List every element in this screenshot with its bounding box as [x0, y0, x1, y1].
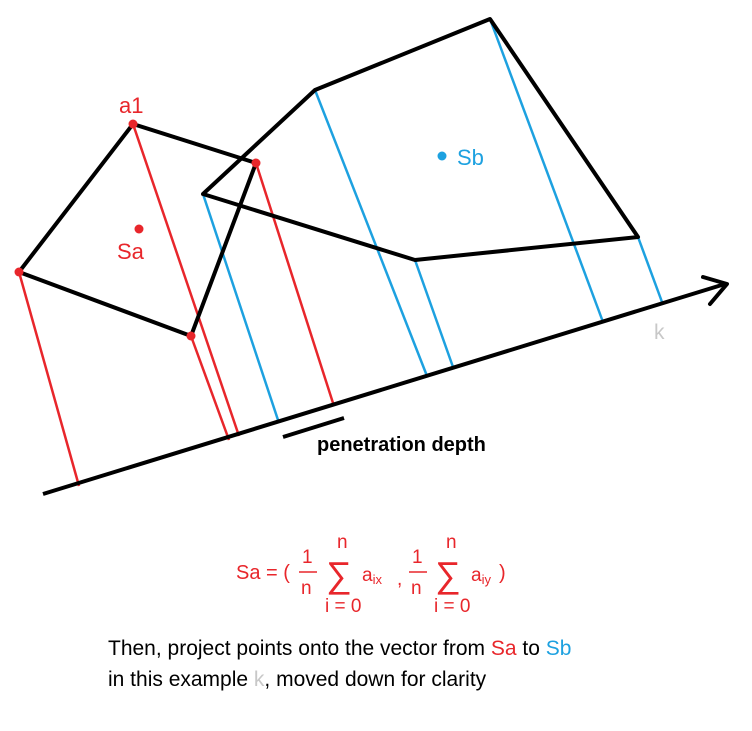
projection-a-3: [189, 335, 231, 441]
label-sa: Sa: [117, 239, 145, 264]
k-axis-line: [42, 282, 726, 496]
projection-b-4: [488, 18, 605, 323]
formula-sum2-symbol: ∑: [435, 554, 461, 595]
projection-b-3: [413, 259, 455, 368]
projection-b-2: [313, 89, 429, 377]
k-axis-arrowhead: [701, 275, 729, 306]
formula-lhs: Sa = (: [236, 562, 290, 584]
centroid-sa-dot: [134, 224, 144, 234]
caption-line1-prefix: Then, project points onto the vector fro…: [108, 637, 491, 660]
centroid-formula: Sa = ( 1 n n ∑ i = 0 aix , 1 n n ∑ i = 0…: [236, 532, 506, 617]
penetration-depth-marker: [282, 416, 345, 439]
shape-b-projections: [201, 18, 664, 421]
vertex-a2: [251, 158, 261, 168]
formula-sum1-upper: n: [337, 532, 348, 553]
vertex-a1: [128, 119, 138, 129]
label-k: k: [654, 321, 665, 344]
caption-sb: Sb: [545, 637, 572, 660]
shape-a-projections: [17, 123, 335, 487]
projection-b-5: [636, 236, 664, 303]
vertex-a4: [186, 331, 196, 341]
caption-sa: Sa: [490, 637, 517, 660]
projection-a-2: [131, 123, 241, 437]
formula-frac2-den: n: [411, 578, 422, 599]
caption-k: k: [253, 668, 265, 691]
projection-a-1: [17, 271, 81, 487]
shape-a-vertices: [14, 119, 261, 341]
label-sb: Sb: [457, 145, 484, 170]
formula-sum2-upper: n: [446, 532, 457, 553]
label-a1: a1: [119, 93, 143, 118]
formula-sum1-symbol: ∑: [326, 554, 352, 595]
projection-a-4: [254, 162, 335, 404]
caption-line1-mid: to: [516, 637, 546, 660]
formula-separator: ,: [397, 569, 402, 590]
formula-sum1-lower: i = 0: [325, 596, 361, 617]
formula-sum2-lower: i = 0: [434, 596, 470, 617]
caption-line2-prefix: in this example: [108, 668, 254, 691]
caption-line2-suffix: , moved down for clarity: [264, 668, 487, 691]
caption-line-1: Then, project points onto the vector fro…: [108, 636, 571, 662]
formula-term-x: aix: [362, 565, 382, 587]
projection-b-1: [201, 193, 280, 421]
formula-close: ): [499, 562, 506, 584]
formula-term-y: aiy: [471, 565, 491, 587]
formula-frac1-num: 1: [302, 547, 313, 568]
centroid-sb-dot: [437, 151, 447, 161]
formula-frac2-num: 1: [412, 547, 423, 568]
shape-b-outline: [201, 17, 640, 262]
formula-frac1-den: n: [301, 578, 312, 599]
vertex-a3: [14, 267, 24, 277]
label-penetration-depth: penetration depth: [317, 434, 486, 456]
caption-line-2: in this example k, moved down for clarit…: [108, 667, 486, 693]
